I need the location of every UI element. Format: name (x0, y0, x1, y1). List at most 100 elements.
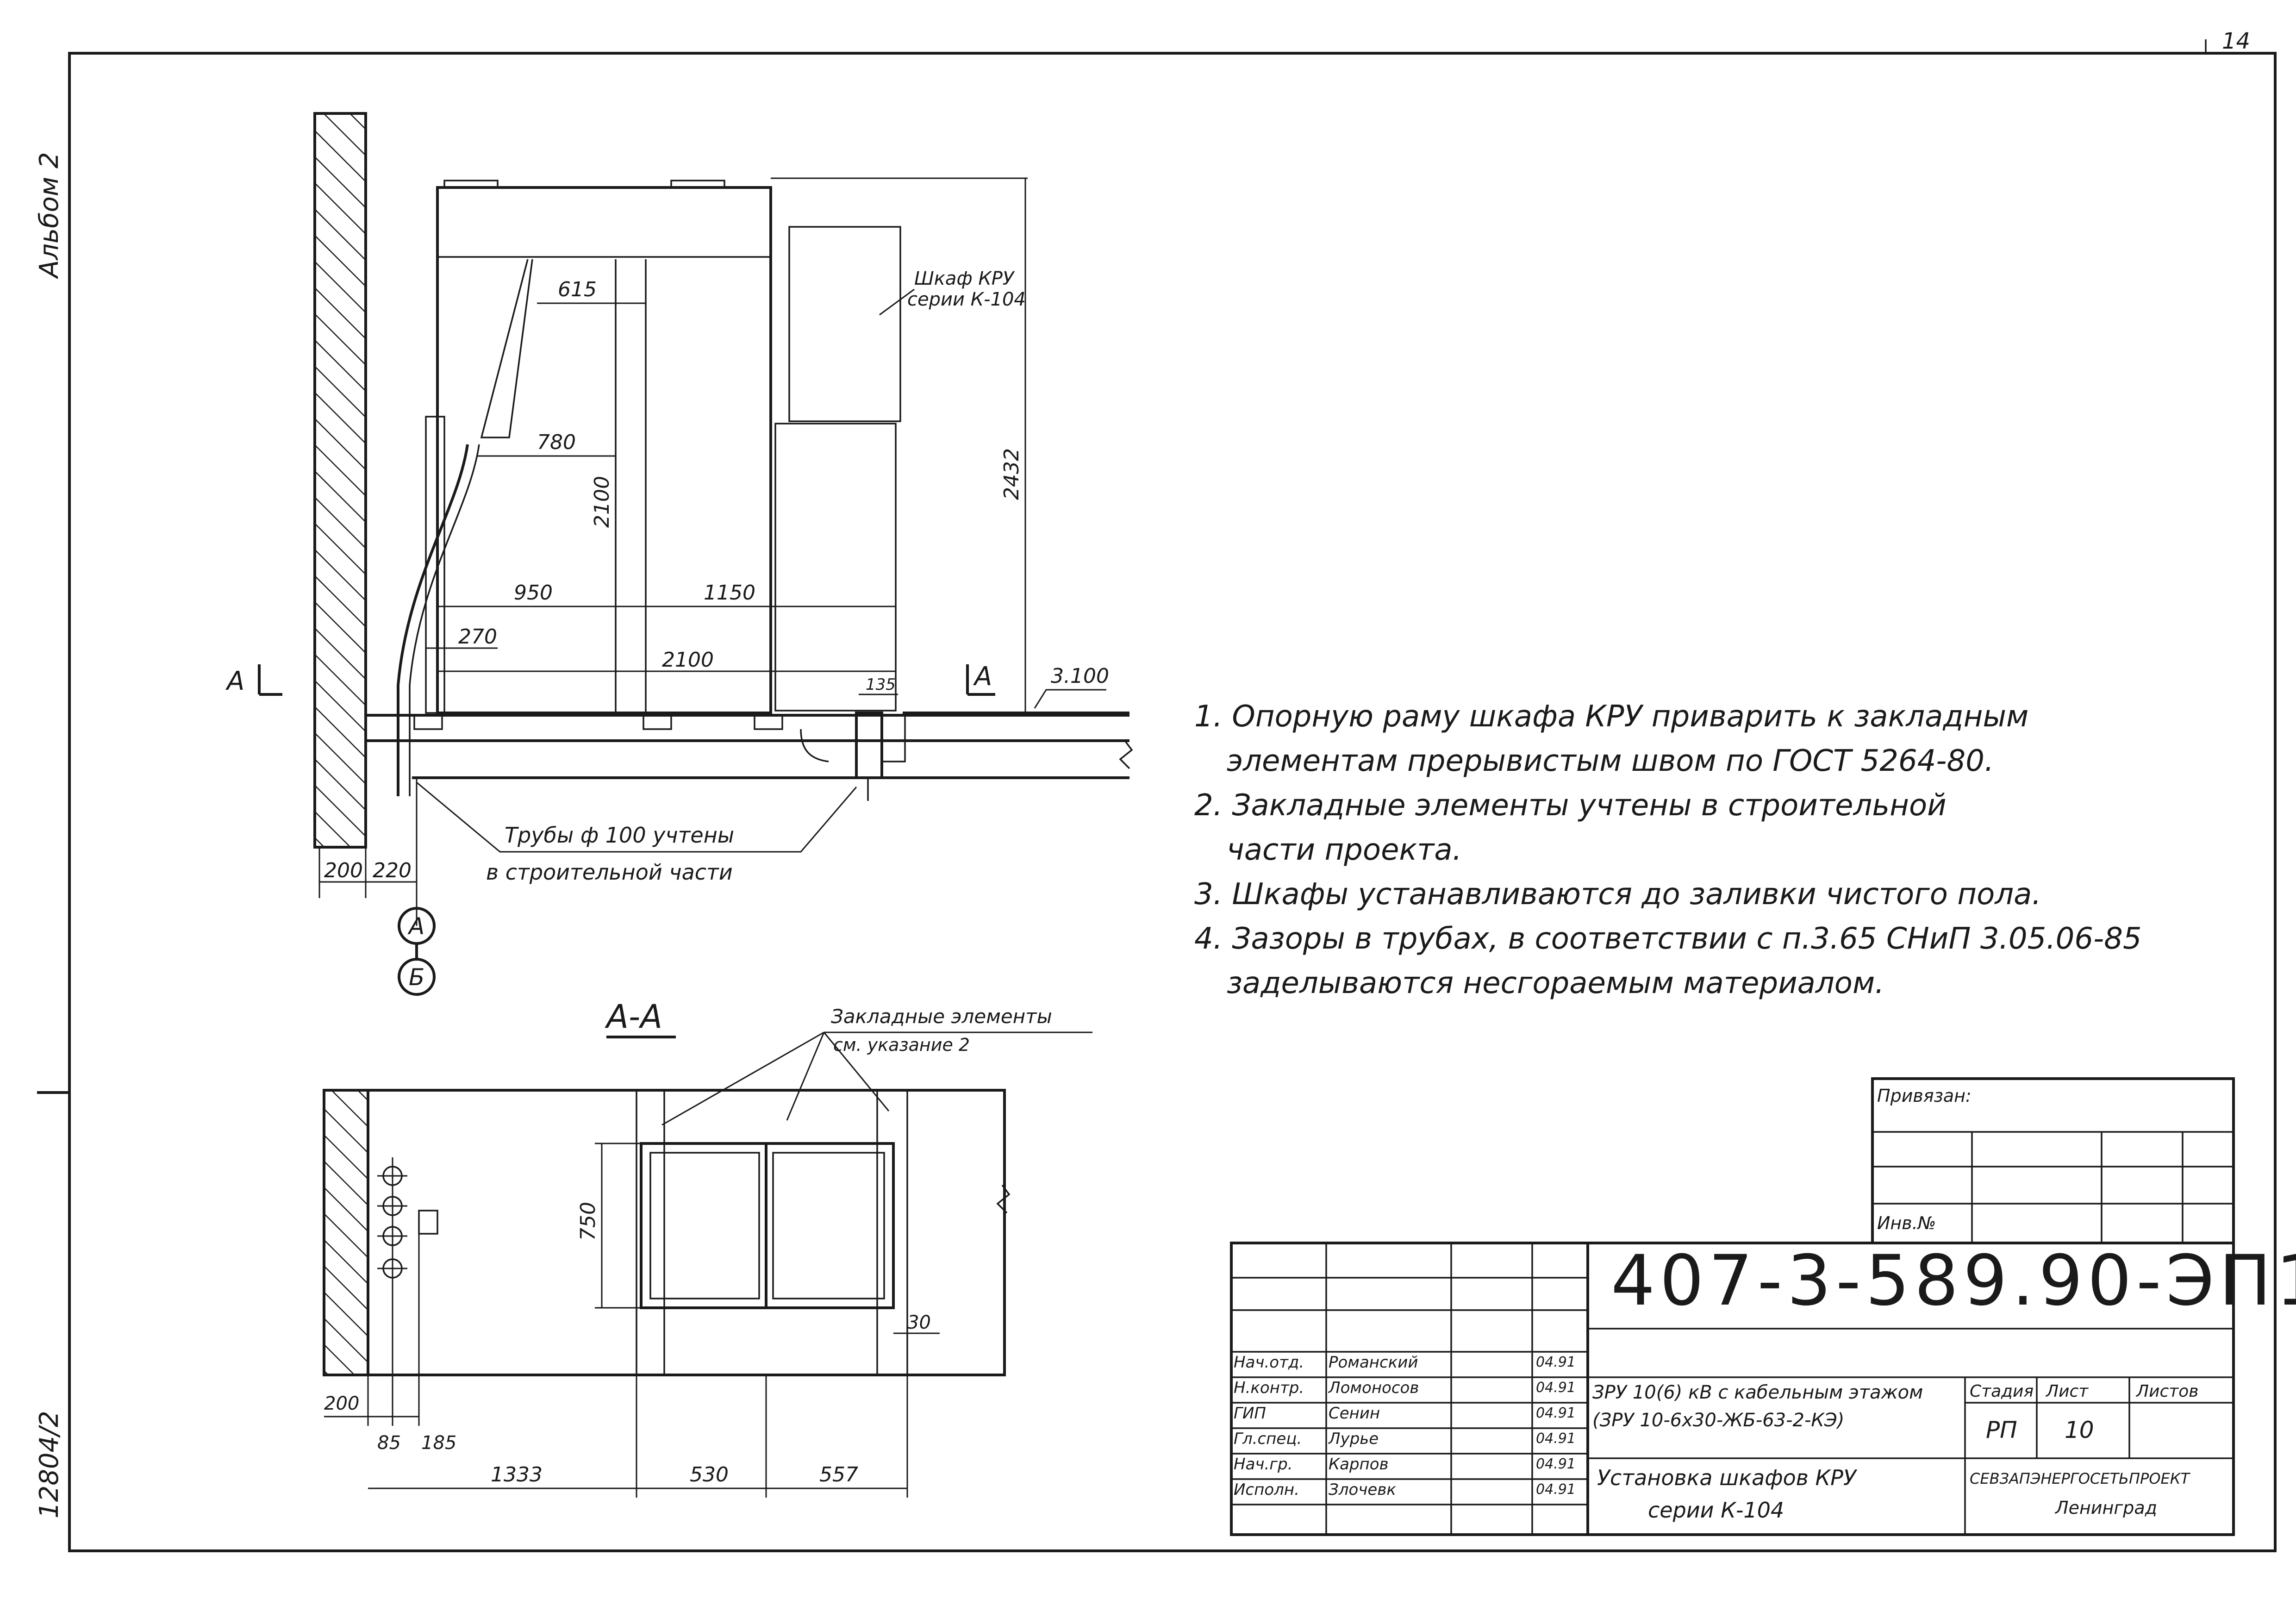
dim-135: 135 (866, 675, 896, 694)
cabinet-label-line2: серии К-104 (907, 289, 1026, 310)
stage-value: РП (1986, 1417, 2017, 1443)
privyazan-label: Привязан: (1877, 1086, 1972, 1106)
embedded-label-line1: Закладные элементы (831, 1005, 1052, 1028)
embedded-leader-2 (786, 1032, 825, 1121)
sheet-value: 10 (2065, 1417, 2094, 1443)
plan-title: А-А (605, 998, 662, 1036)
note-1-cont: элементам прерывистым швом по ГОСТ 5264-… (1227, 744, 1994, 778)
support-3 (754, 714, 783, 730)
inv-no-label: Инв.№ (1877, 1213, 1936, 1233)
section-view: 615 780 2100 2432 950 1150 270 2100 135 … (225, 112, 1133, 996)
plan-view: А-А Закладные элементы см. указание 2 (323, 998, 1092, 1498)
plan-dim-200: 200 (324, 1393, 359, 1414)
drawing-title-line2: серии К-104 (1648, 1498, 1784, 1523)
plan-break (996, 1184, 1011, 1214)
dim-30: 30 (907, 1312, 931, 1333)
object-line1: ЗРУ 10(6) кВ с кабельным этажом (1592, 1382, 1923, 1403)
org-line2: Ленинград (2055, 1498, 2157, 1518)
cable-2 (409, 444, 480, 796)
name-3: Лурье (1329, 1430, 1379, 1448)
plan-wall-hatch (323, 1089, 369, 1376)
cabinet-label-leader (879, 288, 915, 316)
role-1: Н.контр. (1234, 1379, 1304, 1397)
role-5: Исполн. (1234, 1480, 1299, 1499)
cable-hook (800, 729, 829, 762)
dim-2100: 2100 (662, 648, 714, 672)
dim-220: 220 (373, 859, 412, 882)
plan-dim-530: 530 (690, 1463, 729, 1487)
dim-780: 780 (537, 431, 576, 454)
cabinet-top-cap-left (443, 180, 499, 188)
plan-outline (368, 1089, 1006, 1376)
name-5: Злочевк (1329, 1480, 1396, 1499)
general-notes: 1. Опорную раму шкафа КРУ приварить к за… (1194, 694, 2227, 1006)
date-5: 04.91 (1536, 1481, 1576, 1498)
side-code: 12804/2 (34, 1411, 64, 1518)
date-2: 04.91 (1536, 1405, 1576, 1421)
role-3: Гл.спец. (1234, 1430, 1302, 1448)
embedded-label-line2: см. указание 2 (833, 1035, 970, 1055)
cabinet-front-lower (774, 423, 897, 712)
sheets-header: Листов (2136, 1382, 2199, 1401)
org-line1: СЕВЗАПЭНЕРГОСЕТЬПРОЕКТ (1970, 1470, 2190, 1487)
pipe-right (855, 712, 883, 779)
embedded-leader-3 (823, 1032, 890, 1112)
dim-750: 750 (576, 1202, 600, 1241)
cable (397, 444, 469, 796)
date-1: 04.91 (1536, 1380, 1576, 1396)
dim-2100-vertical: 2100 (590, 476, 614, 528)
album-label: Альбом 2 (34, 152, 64, 279)
elevation-value: 3.100 (1051, 664, 1109, 688)
dim-615: 615 (558, 278, 597, 301)
wall-hatch (313, 112, 367, 849)
dim-1150: 1150 (704, 581, 755, 605)
plan-dim-557: 557 (819, 1463, 858, 1487)
cabinet-top-cap-right (670, 180, 725, 188)
date-3: 04.91 (1536, 1430, 1576, 1447)
frame-inner-right (772, 1152, 885, 1299)
pipe-right-box (881, 714, 906, 762)
plan-box (418, 1210, 438, 1235)
marker-right-letter: A (973, 662, 992, 692)
cable-duct (480, 259, 533, 438)
plan-dim-185: 185 (421, 1432, 456, 1454)
support-1 (413, 714, 443, 730)
cabinet-front-upper (788, 226, 901, 422)
note-4: 4. Зазоры в трубах, в соответствии с п.3… (1194, 922, 2142, 956)
cabinet-main (436, 186, 772, 714)
dim-2432: 2432 (1000, 448, 1023, 500)
stage-header: Стадия (1970, 1382, 2034, 1401)
role-2: ГИП (1234, 1404, 1266, 1423)
plan-dim-1333: 1333 (491, 1463, 543, 1487)
break-mark-right (1119, 740, 1133, 769)
role-4: Нач.гр. (1234, 1455, 1293, 1474)
elevation-mark (1034, 689, 1106, 709)
date-0: 04.91 (1536, 1354, 1576, 1370)
dim-950: 950 (514, 581, 553, 605)
dim-200: 200 (324, 859, 363, 882)
pipes-note-line1: Трубы ф 100 учтены (505, 823, 734, 848)
sheet-header: Лист (2046, 1382, 2089, 1401)
pipes-note-line2: в строительной части (486, 860, 733, 885)
pipes-leader (416, 781, 857, 853)
name-1: Ломоносов (1329, 1379, 1419, 1397)
left-bracket (425, 416, 445, 714)
embedded-leader-1 (661, 1031, 824, 1126)
sheet-corner-number: 14 (2222, 28, 2250, 54)
note-4-cont: заделываются несгораемым материалом. (1227, 966, 1884, 1000)
sheet-frame (68, 52, 2277, 1552)
document-code: 407-3-589.90-ЭП1 (1611, 1241, 2296, 1321)
frame-inner-left (649, 1152, 760, 1299)
main-title-block (1230, 1242, 2235, 1536)
marker-left-letter: A (225, 666, 244, 696)
note-1: 1. Опорную раму шкафа КРУ приварить к за… (1194, 700, 2029, 734)
date-4: 04.91 (1536, 1456, 1576, 1472)
name-2: Сенин (1329, 1404, 1380, 1423)
name-0: Романский (1329, 1353, 1418, 1372)
note-2-cont: части проекта. (1227, 833, 1462, 867)
title-block-lines (1230, 1077, 2235, 1536)
note-2: 2. Закладные элементы учтены в строитель… (1194, 788, 1947, 823)
axis-a-label: А (407, 913, 424, 940)
